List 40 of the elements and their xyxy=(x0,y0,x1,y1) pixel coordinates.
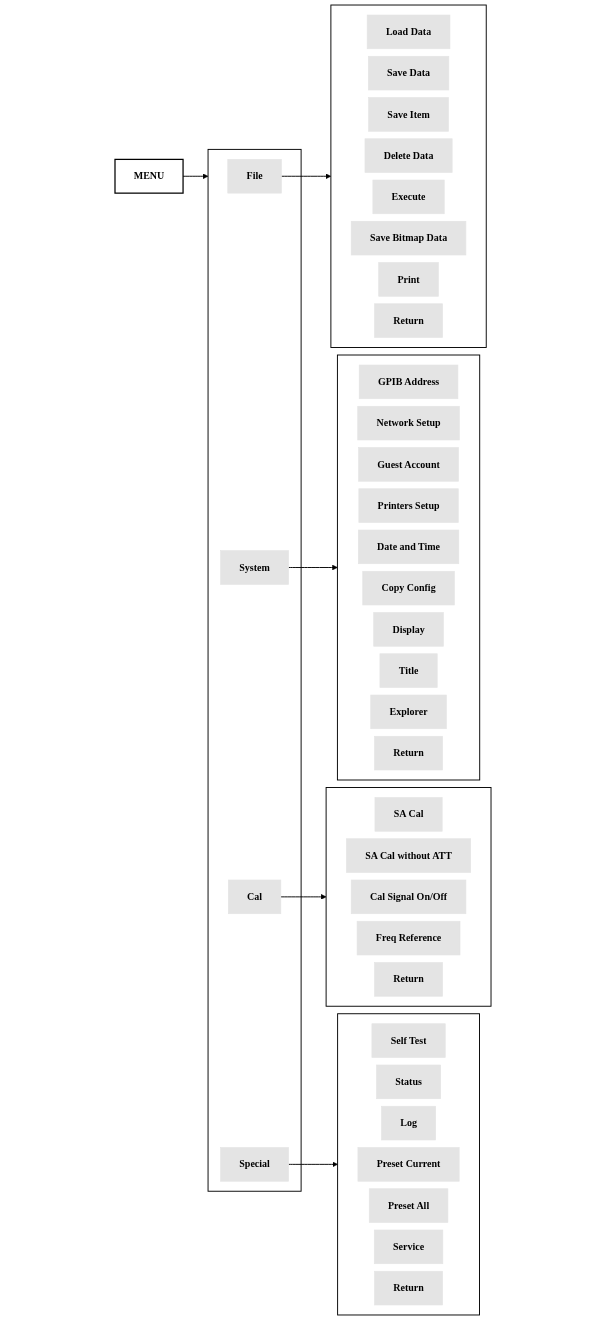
node-box: Date and Time xyxy=(358,529,460,565)
node-box: Status xyxy=(376,1064,441,1100)
node-box: Copy Config xyxy=(362,570,455,606)
node-box: System xyxy=(220,550,289,585)
node-box: File xyxy=(227,159,282,194)
node-box: Save Item xyxy=(368,97,449,132)
node-box: Return xyxy=(374,962,443,997)
node-box: Return xyxy=(374,303,443,338)
cluster xyxy=(336,354,481,781)
cluster xyxy=(330,4,487,348)
node-box: GPIB Address xyxy=(358,364,459,400)
cluster xyxy=(337,1013,480,1316)
node-box: Return xyxy=(374,1270,443,1306)
node-box: Execute xyxy=(372,179,445,215)
node-box: Log xyxy=(381,1105,436,1141)
node-box: Preset Current xyxy=(357,1147,460,1182)
node-box: Self Test xyxy=(371,1023,446,1058)
node-box: Cal xyxy=(228,879,282,915)
node-box: Service xyxy=(373,1229,444,1265)
node-box: Cal Signal On/Off xyxy=(350,879,467,915)
node-box: Freq Reference xyxy=(356,920,461,956)
node-box: Explorer xyxy=(370,694,447,730)
node-box: Guest Account xyxy=(358,447,459,482)
node-box: Print xyxy=(378,262,439,297)
node-box: SA Cal xyxy=(374,797,443,832)
node-box: Delete Data xyxy=(364,138,453,173)
node-box: Printers Setup xyxy=(358,488,459,523)
node-box: MENU xyxy=(114,158,184,194)
cluster xyxy=(325,787,492,1007)
node-box: Title xyxy=(379,653,438,688)
cluster xyxy=(207,148,302,1192)
node-box: Preset All xyxy=(368,1188,449,1223)
node-box: Load Data xyxy=(366,14,451,50)
node-box: Save Bitmap Data xyxy=(350,220,467,256)
node-box: Display xyxy=(373,612,444,647)
node-box: Network Setup xyxy=(357,405,460,441)
node-box: Return xyxy=(374,735,443,771)
node-box: Save Data xyxy=(367,55,450,91)
node-box: Special xyxy=(220,1147,289,1182)
node-box: SA Cal without ATT xyxy=(346,838,471,873)
